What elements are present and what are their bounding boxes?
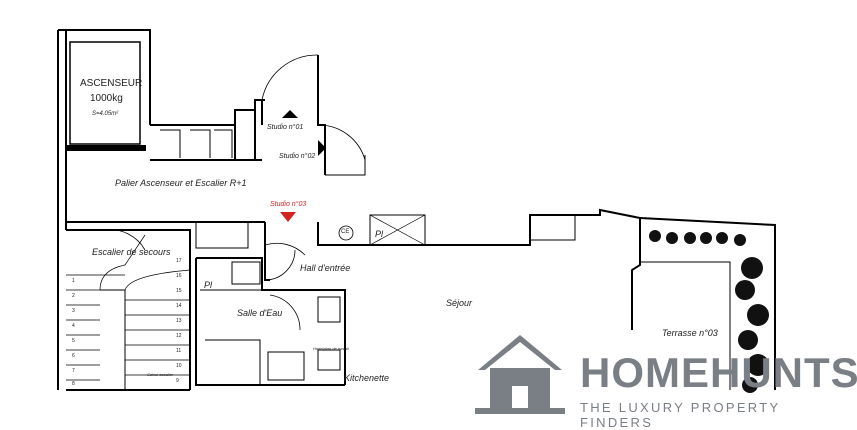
terrace-label: Terrasse n°03 — [662, 328, 718, 338]
elevator-capacity: 1000kg — [90, 93, 123, 104]
entry-hall-label: Hall d'entrée — [300, 263, 351, 273]
stair-number: 7 — [72, 368, 75, 374]
elevator-area: S=4.05m² — [92, 111, 119, 117]
brand-tagline: THE LUXURY PROPERTY FINDERS — [580, 400, 781, 430]
pi-label-2: Pl — [204, 280, 213, 290]
stair-number: 1 — [72, 278, 75, 284]
stair-number: 14 — [176, 303, 182, 309]
stair-number: 2 — [72, 293, 75, 299]
kitchen-note: Hotte/plan de travail — [313, 346, 349, 351]
brand-name: HOMEHUNTS — [580, 349, 857, 396]
door-swings — [104, 54, 366, 331]
stair-number: 3 — [72, 308, 75, 314]
terrace-plants — [649, 230, 769, 393]
stair-climb-label: Calcul escalier — [147, 372, 174, 377]
stair-number: 10 — [176, 363, 182, 369]
pi-label-1: Pl — [375, 229, 384, 239]
shower-room-label: Salle d'Eau — [237, 308, 283, 318]
studio-3-label: Studio n°03 — [270, 201, 307, 208]
kitchenette-label: Kitchenette — [344, 373, 390, 383]
walls — [57, 29, 776, 391]
stair-number: 4 — [72, 323, 75, 329]
stair-number: 17 — [176, 258, 182, 264]
water-heater-label: CE — [341, 229, 350, 235]
elevator-title: ASCENSEUR — [80, 78, 143, 89]
stair-number: 13 — [176, 318, 182, 324]
stair-number: 8 — [72, 381, 75, 387]
water-heater-icon — [338, 225, 354, 241]
stair-number: 15 — [176, 288, 182, 294]
emergency-stair-label: Escalier de secours — [92, 247, 171, 257]
landing-label: Palier Ascenseur et Escalier R+1 — [115, 178, 247, 188]
stair-number: 5 — [72, 338, 75, 344]
studio-2-label: Studio n°02 — [279, 153, 316, 160]
stair-number: 16 — [176, 273, 182, 279]
homehunts-house-logo — [475, 335, 565, 414]
stair-number: 12 — [176, 333, 182, 339]
stair-number: 9 — [176, 378, 179, 384]
studio-markers — [280, 110, 326, 222]
stair-number: 6 — [72, 353, 75, 359]
living-room-label: Séjour — [446, 298, 473, 308]
stair-number: 11 — [176, 348, 182, 354]
studio-1-label: Studio n°01 — [267, 124, 304, 131]
